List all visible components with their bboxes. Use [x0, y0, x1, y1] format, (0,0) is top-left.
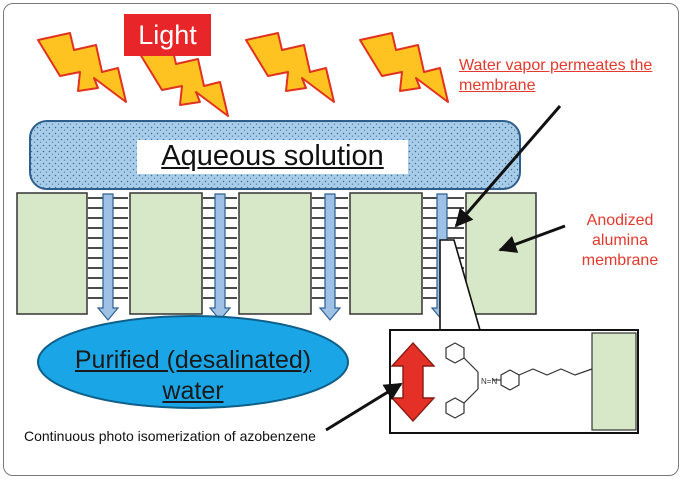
down-arrow-icon: [96, 193, 120, 321]
down-arrow-icon: [318, 193, 342, 321]
azobenzene-molecule: [445, 342, 593, 419]
membrane-block: [465, 192, 537, 315]
membrane-block: [238, 192, 312, 315]
pointer-arrows: [325, 105, 566, 432]
inset-membrane-wall: [591, 332, 637, 431]
isomerization-arrow-icon: [390, 341, 436, 423]
isomerization-caption: Continuous photo isomerization of azoben…: [24, 428, 316, 444]
purified-water-label: Purified (desalinated) water: [74, 346, 312, 405]
light-label: Light: [124, 14, 211, 56]
purified-water-pool: [37, 315, 349, 409]
membrane-block: [16, 192, 88, 315]
azo-linkage-label: N=N: [481, 377, 497, 386]
isomerization-pointer-arrow: [325, 382, 403, 432]
aqueous-solution-label: Aqueous solution: [161, 140, 384, 172]
down-arrow-icon: [208, 193, 232, 321]
membrane-block: [349, 192, 423, 315]
zoom-inset: N=N: [389, 329, 639, 434]
aqueous-label-box: [137, 140, 408, 174]
lightning-bolt-icon: [139, 46, 229, 117]
frame-border: [3, 3, 679, 476]
membrane: [16, 192, 537, 315]
lightning-bolt-icon: [245, 32, 335, 103]
vapor-pointer-arrow: [454, 105, 562, 228]
water-vapor-annotation: Water vapor permeates the membrane: [459, 57, 653, 94]
lightning-bolt-icon: [359, 32, 449, 103]
membrane-pointer-arrow: [498, 224, 566, 253]
membrane-block: [129, 192, 203, 315]
lightning-bolts: [37, 32, 449, 117]
lightning-bolt-icon: [37, 32, 127, 103]
membrane-annotation: Anodized alumina membrane: [581, 212, 659, 269]
